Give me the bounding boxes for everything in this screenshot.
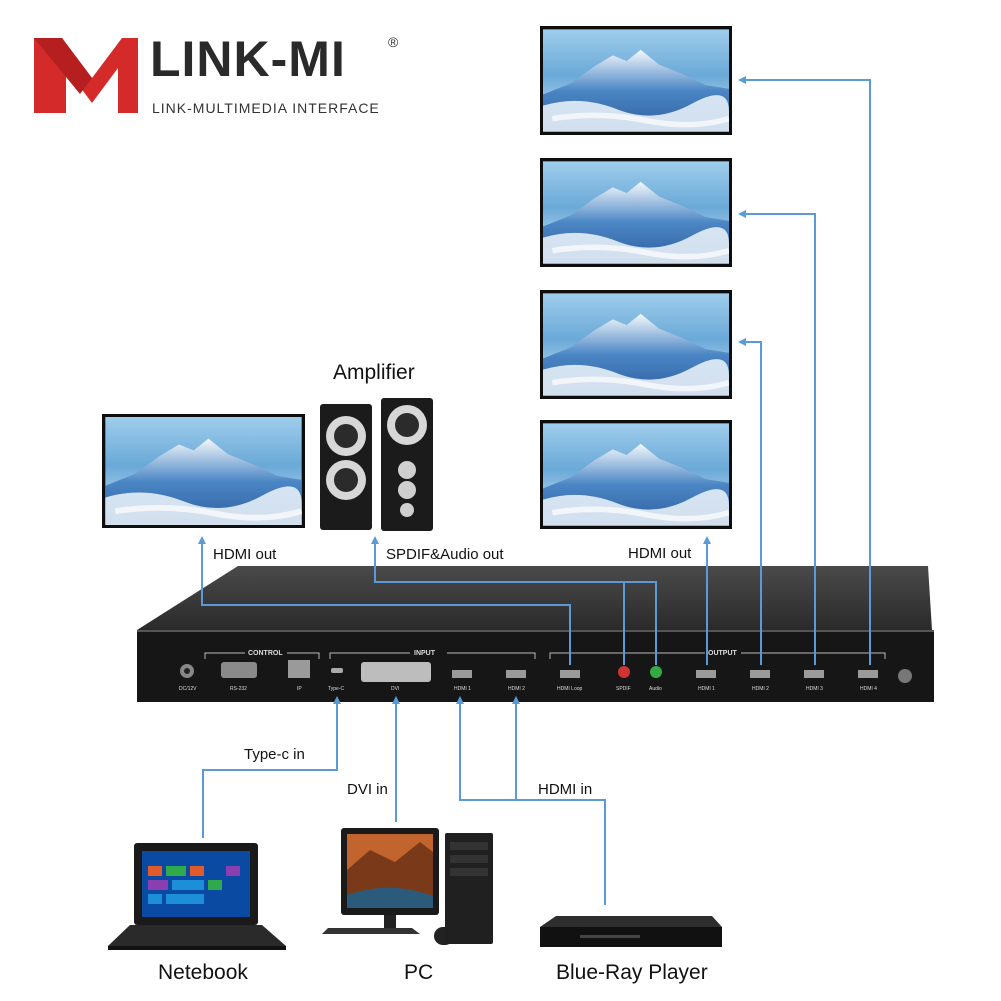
hdmi-out-left-label: HDMI out [213,546,277,563]
port-label-typec: Type-C [328,686,345,692]
speaker-right [381,398,433,531]
line-hdmi1 [456,696,606,905]
hdmi-out4-port [858,670,878,678]
port-label-audio: Audio [649,686,662,692]
tv-loop [102,414,305,528]
line-out4 [738,76,871,665]
device-notebook-label: Netebook [158,961,248,984]
port-label-hdmi-in1: HDMI 1 [454,686,471,692]
line-loop [198,536,571,665]
matrix-switch [137,566,934,702]
tv-output-1 [540,26,732,135]
port-label-rs232: RS-232 [230,686,247,692]
tv-output-3 [540,290,732,399]
rs232-port [221,662,257,678]
hdmi-in2-port [506,670,526,678]
port-label-dc: DC/12V [179,686,197,692]
port-label-out3: HDMI 3 [806,686,823,692]
typec-in-label: Type-c in [244,746,305,763]
tv-output-2 [540,158,732,267]
hdmi-in-label: HDMI in [538,781,593,798]
port-label-out2: HDMI 2 [752,686,769,692]
logo-tagline: LINK-MULTIMEDIA INTERFACE [152,100,380,116]
section-output: OUTPUT [708,650,737,657]
line-out2 [738,338,762,665]
hdmi-out-right-label: HDMI out [628,545,692,562]
bluray-player [540,916,722,947]
speaker-left [320,404,372,530]
device-bluray-label: Blue-Ray Player [556,961,708,984]
port-label-out4: HDMI 4 [860,686,877,692]
port-label-hdmi-loop: HDMI Loop [557,686,583,692]
hdmi-out2-port [750,670,770,678]
hdmi-in1-port [452,670,472,678]
audio-port [650,666,662,678]
logo-name: LINK-MI [150,31,346,87]
pc [322,828,493,945]
dvi-in-label: DVI in [347,781,388,798]
line-typec [202,696,341,838]
line-spdif [371,536,625,665]
hdmi-out3-port [804,670,824,678]
dvi-port [361,662,431,682]
line-out3 [738,210,816,665]
connection-lines [198,76,871,905]
amplifier-label: Amplifier [333,361,415,384]
section-input: INPUT [414,650,435,657]
port-label-dvi: DVI [391,686,400,692]
port-label-hdmi-in2: HDMI 2 [508,686,525,692]
port-label-ip: IP [297,686,302,692]
notebook [108,843,286,950]
line-audio [624,581,657,665]
spdif-port [618,666,630,678]
logo [34,38,138,113]
port-label-spdif: SPDIF [616,686,631,692]
ground-screw [898,669,912,683]
ip-port [288,660,310,678]
hdmi-out1-port [696,670,716,678]
tv-output-4 [540,420,732,529]
spdif-audio-out-label: SPDIF&Audio out [386,546,504,563]
port-label-out1: HDMI 1 [698,686,715,692]
logo-registered: ® [388,34,399,50]
hdmi-loop-port [560,670,580,678]
device-pc-label: PC [404,961,434,984]
typec-port [331,668,343,673]
section-control: CONTROL [248,650,283,657]
